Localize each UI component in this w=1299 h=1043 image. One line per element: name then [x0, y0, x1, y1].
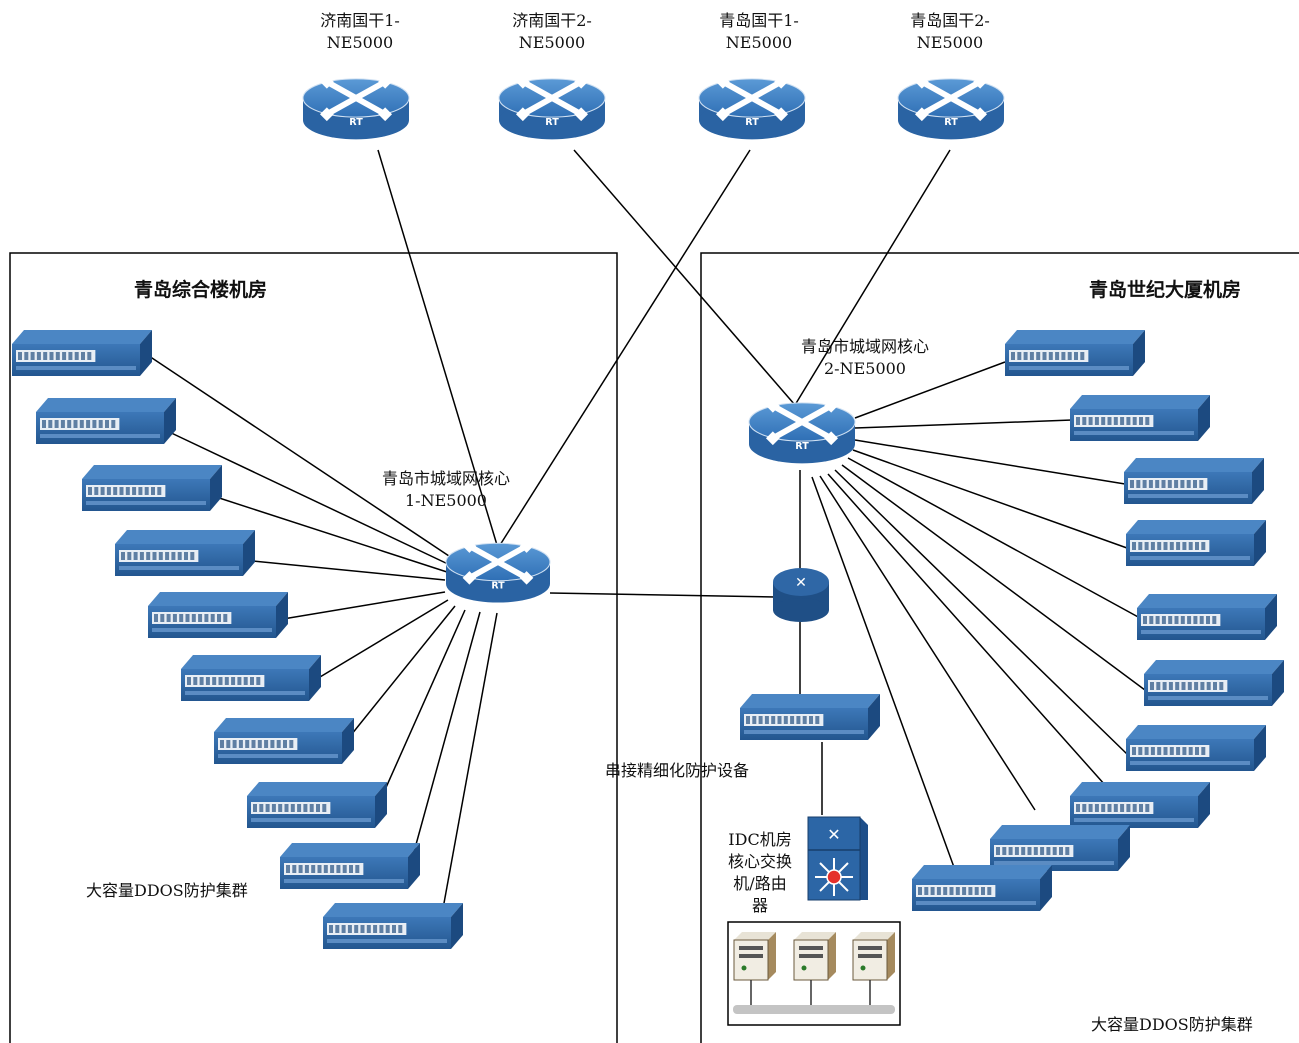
right-ddos-device-3	[1124, 458, 1264, 504]
left-ddos-device-8	[247, 782, 387, 828]
right-core-router-label: 青岛市城域网核心 2-NE5000	[775, 336, 955, 380]
right-ddos-device-4	[1126, 520, 1266, 566]
left-cluster-label: 大容量DDOS防护集群	[86, 881, 248, 900]
inline-device-box	[740, 694, 880, 740]
left-ddos-device-9	[280, 843, 420, 889]
server-bus	[733, 1005, 895, 1014]
right-ddos-device-9	[990, 825, 1130, 871]
left-core-router-label-line2: 1-NE5000	[405, 491, 487, 510]
backbone-router-4-label-line2: NE5000	[916, 33, 984, 52]
right-ddos-device-6	[1144, 660, 1284, 706]
server-group	[733, 932, 895, 1006]
left-ddos-cluster	[12, 330, 463, 949]
idc-core-label-line3: 机/路由	[733, 874, 787, 893]
backbone-router-3-label: 青岛国干1- NE5000	[709, 10, 809, 54]
left-ddos-device-7	[214, 718, 354, 764]
right-ddos-device-8	[1070, 782, 1210, 828]
backbone-router-3: RT	[698, 74, 806, 140]
right-core-router: RT	[748, 398, 856, 464]
connection-lines	[139, 149, 1146, 926]
left-core-router-badge: RT	[491, 581, 505, 592]
left-core-router-label: 青岛市城域网核心 1-NE5000	[356, 468, 536, 512]
server-3	[852, 932, 895, 1006]
right-room-title: 青岛世纪大厦机房	[1089, 279, 1242, 301]
idc-core-label: IDC机房 核心交换 机/路由 器	[718, 829, 802, 917]
right-room-border	[700, 252, 1299, 1043]
backbone-router-4: RT	[897, 74, 1005, 140]
inline-router: ✕	[773, 568, 829, 622]
server-1	[733, 932, 776, 1006]
left-ddos-device-3	[82, 465, 222, 511]
idc-core-label-line2: 核心交换	[727, 852, 792, 871]
routers: RT RT RT RT RT RT	[302, 74, 1005, 603]
backbone-router-4-label-line1: 青岛国干2-	[910, 11, 990, 30]
backbone-router-2-label-line2: NE5000	[518, 33, 586, 52]
svg-text:✕: ✕	[795, 575, 807, 591]
backbone-router-2-badge: RT	[545, 117, 559, 128]
left-room-title: 青岛综合楼机房	[134, 279, 268, 301]
server-group-border	[727, 921, 901, 1026]
backbone-router-1-label-line2: NE5000	[326, 33, 394, 52]
left-ddos-device-5	[148, 592, 288, 638]
svg-text:✕: ✕	[827, 825, 840, 844]
left-ddos-device-4	[115, 530, 255, 576]
right-core-router-label-line2: 2-NE5000	[824, 359, 906, 378]
right-ddos-cluster	[912, 330, 1284, 911]
idc-core-label-line1: IDC机房	[728, 830, 792, 849]
idc-core-label-line4: 器	[751, 896, 768, 915]
backbone-router-4-label: 青岛国干2- NE5000	[900, 10, 1000, 54]
backbone-router-3-label-line2: NE5000	[725, 33, 793, 52]
backbone-router-1-label: 济南国干1- NE5000	[310, 10, 410, 54]
right-core-router-badge: RT	[795, 441, 809, 452]
right-ddos-device-7	[1126, 725, 1266, 771]
inline-device-label: 串接精细化防护设备	[605, 761, 750, 780]
right-cluster-label: 大容量DDOS防护集群	[1091, 1015, 1253, 1034]
inline-protection-device	[740, 694, 880, 740]
backbone-router-4-badge: RT	[944, 117, 958, 128]
left-ddos-device-1	[12, 330, 152, 376]
left-ddos-device-2	[36, 398, 176, 444]
backbone-router-1: RT	[302, 74, 410, 140]
backbone-router-2-label-line1: 济南国干2-	[512, 11, 592, 30]
backbone-router-2-label: 济南国干2- NE5000	[502, 10, 602, 54]
backbone-router-3-label-line1: 青岛国干1-	[719, 11, 799, 30]
backbone-router-3-badge: RT	[745, 117, 759, 128]
right-ddos-device-10	[912, 865, 1052, 911]
server-2	[793, 932, 836, 1006]
right-core-router-label-line1: 青岛市城域网核心	[800, 337, 929, 356]
left-core-router-label-line1: 青岛市城域网核心	[381, 469, 510, 488]
right-ddos-device-5	[1137, 594, 1277, 640]
left-ddos-device-10	[323, 903, 463, 949]
left-room-border	[9, 252, 618, 1043]
backbone-router-1-label-line1: 济南国干1-	[320, 11, 400, 30]
backbone-router-2: RT	[498, 74, 606, 140]
left-core-router: RT	[445, 539, 551, 603]
right-ddos-device-2	[1070, 395, 1210, 441]
right-ddos-device-1	[1005, 330, 1145, 376]
left-ddos-device-6	[181, 655, 321, 701]
backbone-router-1-badge: RT	[349, 117, 363, 128]
idc-core-switch: ✕	[807, 816, 868, 901]
